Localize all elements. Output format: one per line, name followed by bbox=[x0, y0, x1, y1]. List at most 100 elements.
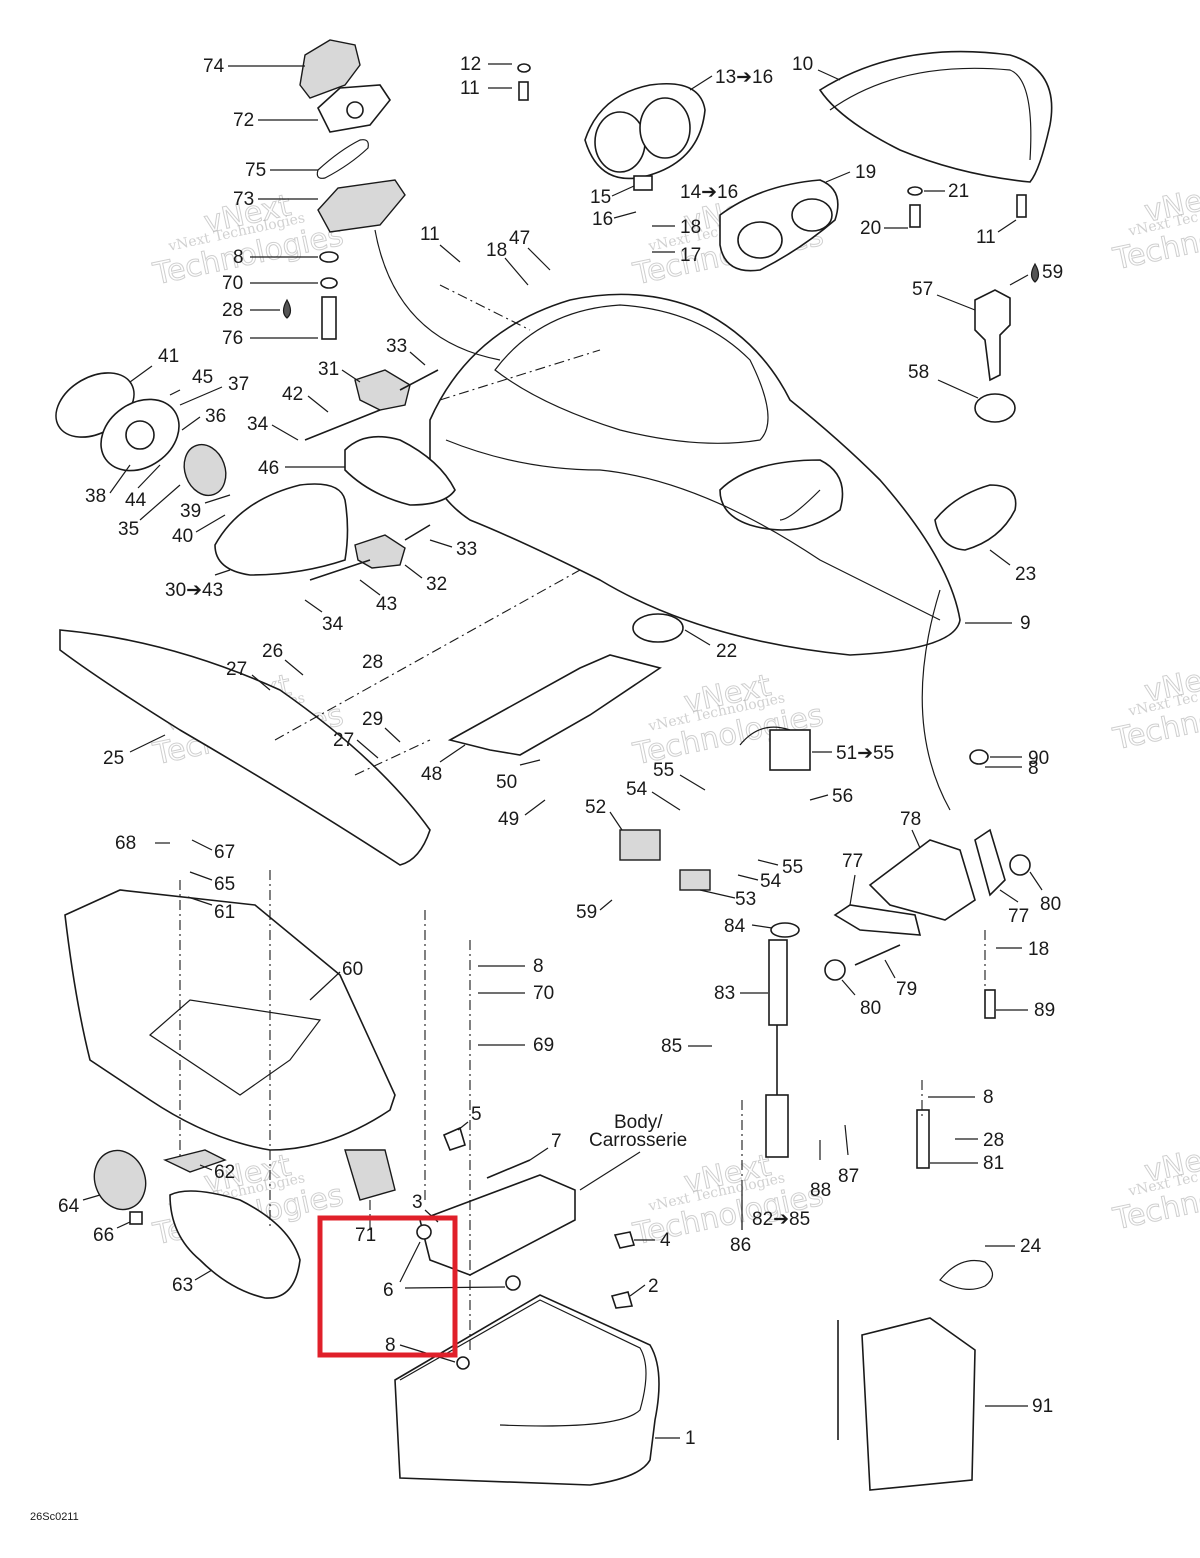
callout-label: 80 bbox=[860, 998, 881, 1019]
callout-13: 13➔16 bbox=[689, 67, 773, 91]
assembly-line bbox=[439, 349, 601, 401]
part-89-bolt bbox=[984, 989, 996, 1019]
callout-label: 34 bbox=[322, 614, 344, 635]
callout-14: 14➔16 bbox=[680, 182, 738, 203]
callout-66: 66 bbox=[93, 1221, 131, 1246]
callout-1: 1 bbox=[655, 1428, 696, 1449]
part-11-screw bbox=[518, 81, 529, 101]
callout-label: 5 bbox=[471, 1104, 482, 1125]
callout-70b: 70 bbox=[478, 983, 554, 1004]
callout-label: 8 bbox=[533, 956, 544, 977]
part-73-housing bbox=[317, 179, 406, 233]
callout-72: 72 bbox=[233, 110, 318, 131]
callout-61: 61 bbox=[187, 896, 235, 923]
callout-label: 59 bbox=[1042, 262, 1063, 283]
part-20-screw bbox=[909, 204, 921, 228]
title-leader bbox=[579, 1151, 641, 1191]
callout-70a: 70 bbox=[222, 273, 318, 294]
part-51-wire bbox=[739, 726, 791, 746]
part-80-bushing-lower bbox=[824, 959, 846, 981]
part-83-shock-lower bbox=[765, 1094, 789, 1158]
callout-label: 44 bbox=[125, 490, 147, 511]
callout-32: 32 bbox=[404, 564, 447, 595]
callout-label: 9 bbox=[1020, 613, 1031, 634]
callout-83: 83 bbox=[714, 983, 768, 1004]
part-42-bolt bbox=[304, 409, 381, 441]
callout-36: 36 bbox=[181, 406, 226, 431]
callout-label: 47 bbox=[509, 228, 530, 249]
assembly-arrow bbox=[779, 489, 821, 521]
callout-11a: 11 bbox=[460, 78, 512, 99]
callout-label: 79 bbox=[896, 979, 917, 1000]
part-12-nut bbox=[517, 63, 531, 73]
callout-label: 62 bbox=[214, 1162, 235, 1183]
part-37-bulb bbox=[125, 420, 155, 450]
callout-33a: 33 bbox=[386, 336, 426, 366]
part-62-bracket bbox=[162, 1149, 227, 1173]
callout-77b: 77 bbox=[999, 889, 1029, 927]
assembly-line bbox=[439, 284, 531, 331]
callout-29: 29 bbox=[362, 709, 401, 743]
diagram-title-line1: Body/ bbox=[614, 1112, 663, 1133]
part-90-nut bbox=[969, 749, 989, 765]
callout-label: 65 bbox=[214, 874, 235, 895]
callout-31: 31 bbox=[318, 359, 361, 383]
callout-27b: 27 bbox=[333, 730, 379, 759]
callout-label: 67 bbox=[214, 842, 235, 863]
assembly-line bbox=[354, 739, 431, 776]
part-32-hinge bbox=[354, 534, 406, 569]
callout-52: 52 bbox=[585, 797, 623, 831]
callout-75: 75 bbox=[245, 160, 318, 181]
part-30-cover bbox=[214, 483, 349, 576]
callout-73: 73 bbox=[233, 189, 318, 210]
callout-48: 48 bbox=[421, 744, 466, 785]
callout-label: 10 bbox=[792, 54, 813, 75]
callout-label: 28 bbox=[983, 1130, 1004, 1151]
callouts: 74 72 75 73 8 70 28 76 12 11 13➔16 10 15… bbox=[58, 54, 1063, 1449]
callout-11c: 11 bbox=[420, 224, 461, 263]
part-60-underpan bbox=[64, 889, 396, 1151]
part-71-tube bbox=[344, 1149, 396, 1201]
callout-label: 28 bbox=[222, 300, 243, 321]
part-59-drop bbox=[1030, 262, 1040, 283]
callout-45: 45 bbox=[169, 367, 213, 396]
callout-7: 7 bbox=[529, 1131, 562, 1161]
callout-17: 17 bbox=[652, 245, 701, 266]
part-4-rivet bbox=[613, 1231, 636, 1249]
callout-label: 29 bbox=[362, 709, 383, 730]
callout-35: 35 bbox=[118, 484, 181, 540]
callout-21: 21 bbox=[924, 181, 969, 202]
part-5-bushing bbox=[442, 1126, 466, 1151]
callout-34b: 34 bbox=[304, 599, 344, 635]
callout-label: 82➔85 bbox=[752, 1209, 810, 1230]
callout-label: 27 bbox=[226, 659, 247, 680]
part-80-bushing bbox=[1009, 854, 1031, 876]
part-63-horn-body bbox=[169, 1190, 301, 1299]
callout-51: 51➔55 bbox=[812, 743, 894, 764]
callout-label: 16 bbox=[592, 209, 613, 230]
part-2-rivet bbox=[610, 1291, 634, 1309]
callout-78: 78 bbox=[900, 809, 921, 849]
callout-25: 25 bbox=[103, 734, 166, 769]
callout-label: 55 bbox=[653, 760, 674, 781]
part-19-opening-right bbox=[791, 198, 833, 232]
part-66-nut bbox=[129, 1211, 143, 1225]
callout-label: 27 bbox=[333, 730, 354, 751]
callout-20: 20 bbox=[860, 218, 908, 239]
callout-11b: 11 bbox=[976, 219, 1017, 248]
callout-label: 55 bbox=[782, 857, 803, 878]
part-78-bracket bbox=[868, 839, 976, 921]
callout-41: 41 bbox=[129, 346, 179, 383]
callout-24: 24 bbox=[985, 1236, 1042, 1257]
callout-label: 21 bbox=[948, 181, 969, 202]
callout-label: 91 bbox=[1032, 1396, 1053, 1417]
callout-label: 77 bbox=[842, 851, 863, 872]
callout-12: 12 bbox=[460, 54, 512, 75]
callout-81: 81 bbox=[930, 1153, 1004, 1174]
callout-59b: 59 bbox=[576, 899, 613, 923]
callout-87: 87 bbox=[838, 1124, 859, 1187]
assembly-lines bbox=[179, 229, 986, 1350]
callout-label: 51➔55 bbox=[836, 743, 894, 764]
callout-label: 58 bbox=[908, 362, 929, 383]
callout-18c: 18 bbox=[996, 939, 1049, 960]
